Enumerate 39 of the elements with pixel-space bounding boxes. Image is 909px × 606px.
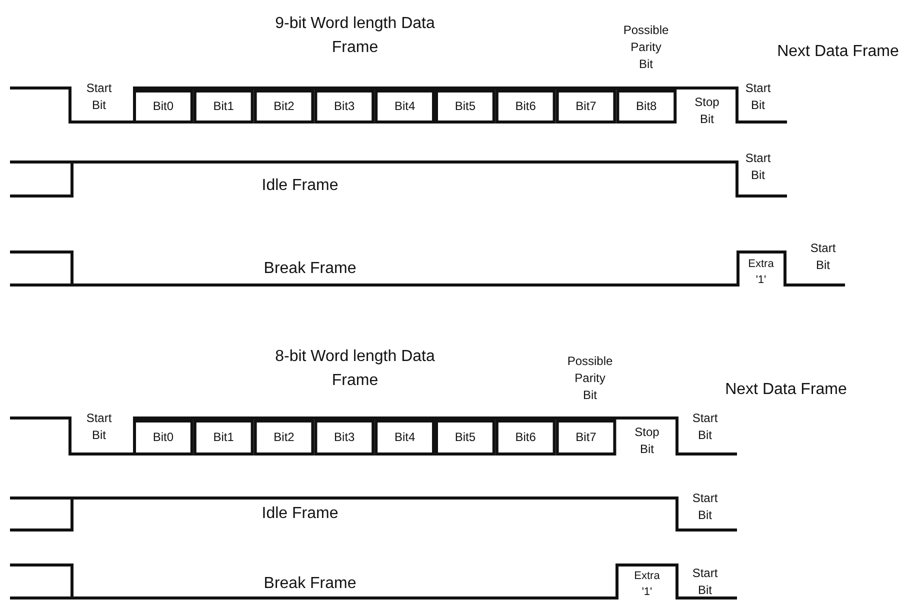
parity-note: Possible Parity Bit — [567, 353, 613, 404]
frame-title: 9-bit Word length Data Frame — [274, 14, 436, 58]
bit-label: Bit6 — [515, 429, 536, 446]
bit-label: Bit5 — [454, 429, 476, 446]
bit-label: Extra '1' — [747, 257, 775, 288]
next-frame-label: Next Data Frame — [777, 42, 899, 62]
bit-label: Bit1 — [213, 429, 234, 446]
bit-label: Bit7 — [576, 429, 596, 446]
bit-label: Start Bit — [691, 490, 719, 524]
bit-label: Start Bit — [809, 240, 837, 274]
bit-label: Bit0 — [152, 429, 174, 446]
bit-label: Bit5 — [454, 98, 476, 115]
bit-label: Bit6 — [515, 98, 536, 115]
bit-label: Bit2 — [274, 429, 294, 446]
bit-label: Stop Bit — [634, 424, 660, 458]
bit-label: Bit3 — [334, 98, 355, 115]
bit-label: Start Bit — [744, 80, 772, 114]
bit-label: Start Bit — [691, 565, 719, 599]
parity-note: Possible Parity Bit — [623, 22, 669, 73]
bit-label: Start Bit — [85, 80, 113, 114]
bit-label: Start Bit — [85, 410, 113, 444]
bit-label: Bit7 — [576, 98, 596, 115]
bit-label: Bit2 — [274, 98, 294, 115]
bit-label: Bit8 — [636, 98, 657, 115]
bit-label: Stop Bit — [694, 94, 720, 128]
frame-label: Idle Frame — [262, 176, 338, 196]
bit-label: Extra '1' — [633, 569, 661, 600]
bit-label: Start Bit — [691, 410, 719, 444]
frame-label: Break Frame — [264, 259, 356, 279]
bit-label: Start Bit — [744, 150, 772, 184]
bit-label: Bit0 — [152, 98, 174, 115]
bit-label: Bit1 — [213, 98, 234, 115]
next-frame-label: Next Data Frame — [725, 380, 847, 400]
frame-title: 8-bit Word length Data Frame — [274, 347, 436, 391]
bit-label: Bit3 — [334, 429, 355, 446]
bit-label: Bit4 — [394, 429, 416, 446]
frame-label: Idle Frame — [262, 504, 338, 524]
bit-label: Bit4 — [394, 98, 416, 115]
frame-label: Break Frame — [264, 574, 356, 594]
